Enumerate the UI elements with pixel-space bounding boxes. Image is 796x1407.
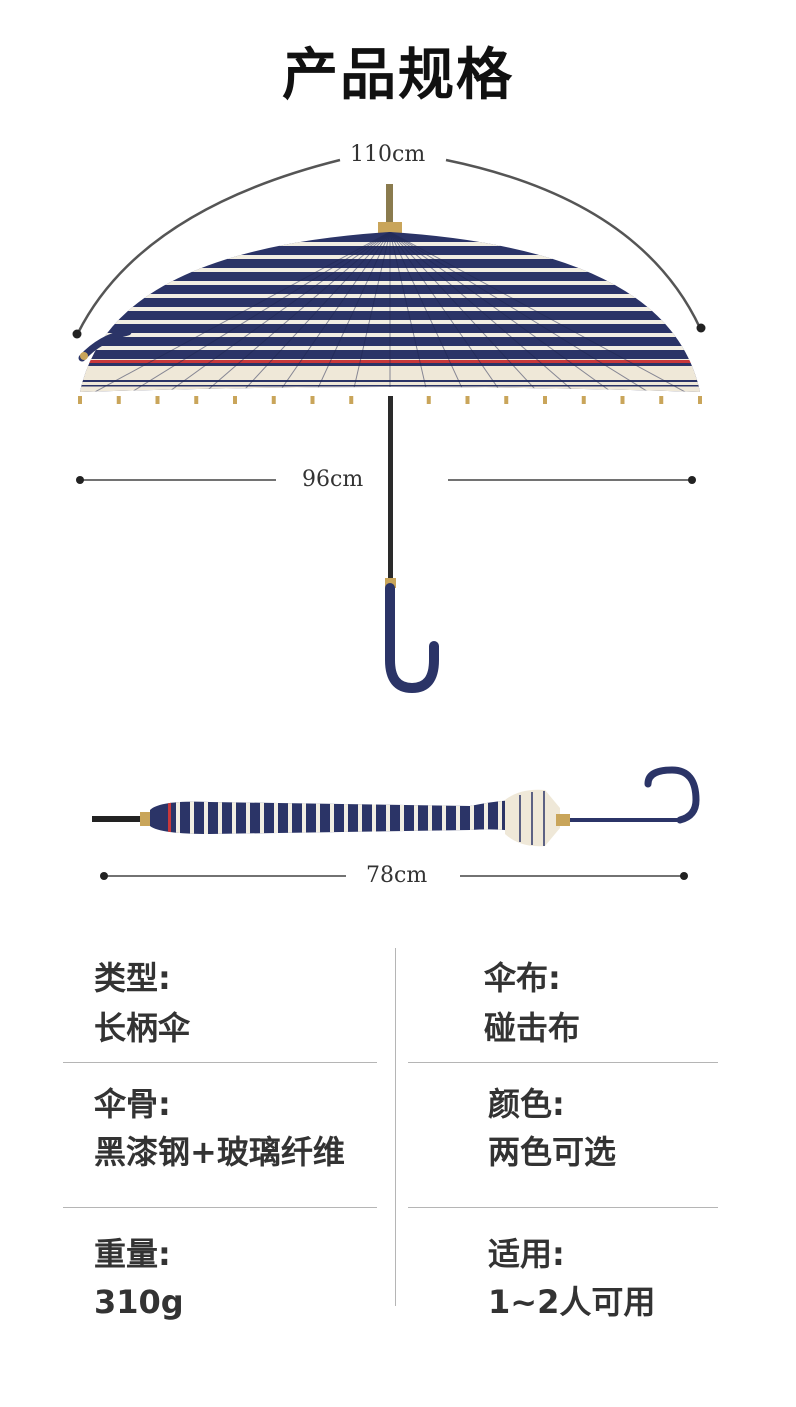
open-canopy [80, 232, 700, 392]
spec-weight-label: 重量: [94, 1235, 171, 1273]
spec-frame-label: 伞骨: [94, 1085, 171, 1123]
spec-weight-value: 310g [94, 1283, 184, 1321]
spec-frame-value: 黑漆钢+玻璃纤维 [94, 1133, 345, 1171]
arc-dimension-line [72, 158, 706, 339]
spec-divider-row2 [408, 1207, 718, 1208]
spec-divider-vertical [395, 948, 396, 1306]
folded-umbrella [92, 766, 700, 847]
spec-color-value: 两色可选 [488, 1133, 617, 1171]
open-width-label: 96cm [296, 467, 370, 493]
spec-divider-row1 [63, 1062, 377, 1063]
spec-divider-row2 [63, 1207, 377, 1208]
open-width-dimension-line [76, 476, 696, 484]
folded-length-label: 78cm [360, 863, 434, 889]
spec-type-label: 类型: [94, 959, 171, 997]
folded-length-dimension-line [100, 872, 688, 880]
spec-capacity-value: 1~2人可用 [488, 1283, 656, 1321]
spec-fabric-label: 伞布: [484, 959, 561, 997]
spec-fabric-value: 碰击布 [484, 1009, 581, 1047]
page-title: 产品规格 [282, 43, 514, 108]
spec-capacity-label: 适用: [488, 1235, 565, 1273]
spec-type-value: 长柄伞 [94, 1009, 191, 1047]
umbrella-illustration [72, 158, 706, 880]
arc-width-label: 110cm [344, 142, 432, 168]
spec-color-label: 颜色: [488, 1085, 565, 1123]
spec-divider-row1 [408, 1062, 718, 1063]
